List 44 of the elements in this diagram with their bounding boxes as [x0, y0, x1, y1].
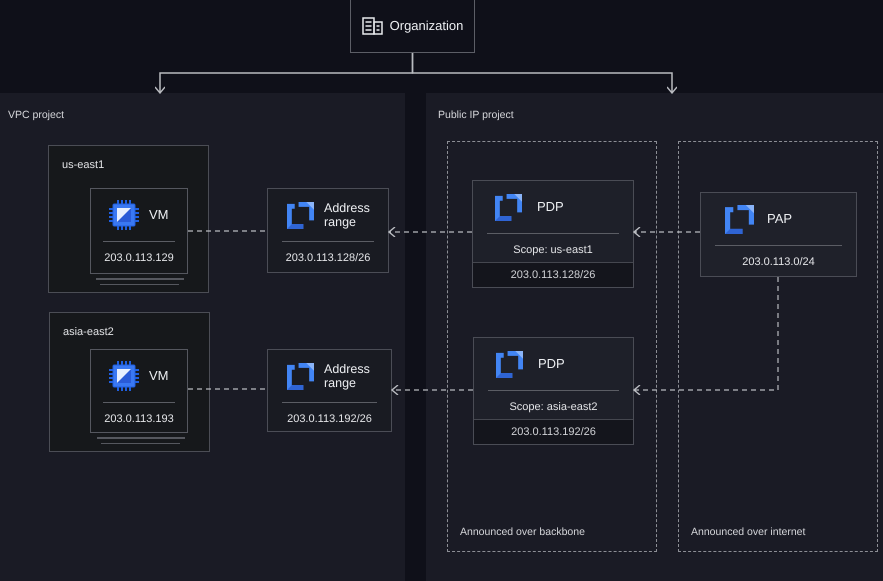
ip-range-row: 203.0.113.192/26 [474, 419, 633, 444]
region-box [49, 312, 210, 452]
ip-address: 203.0.113.128/26 [284, 251, 372, 265]
zone-label: Announced over internet [691, 525, 806, 539]
region-label: asia-east2 [63, 325, 114, 339]
card-title: PDP [537, 199, 564, 215]
arrow [391, 384, 473, 396]
scope-label: Scope: asia-east2 [508, 400, 599, 414]
ip-range-row: 203.0.113.128/26 [473, 262, 633, 287]
card-title: PDP [538, 356, 565, 372]
pap-card [700, 192, 857, 277]
scope-label: Scope: us-east1 [512, 243, 594, 257]
vm-card [90, 188, 188, 274]
announcement-zone [678, 141, 878, 552]
arrow [412, 53, 678, 94]
announcement-zone [447, 141, 657, 552]
panel-label: Public IP project [438, 108, 514, 122]
organization-box [350, 0, 475, 53]
arrow [388, 226, 472, 238]
ip-address: 203.0.113.192/26 [286, 412, 373, 426]
connector-line [188, 388, 267, 390]
project-panel [0, 93, 405, 581]
vm-card [90, 349, 188, 433]
ip-address: 203.0.113.129 [103, 251, 175, 265]
ip-address: 203.0.113.0/24 [741, 255, 816, 269]
panel-label: VPC project [8, 108, 64, 122]
card-title: Address range [324, 362, 371, 390]
region-box [48, 145, 209, 293]
card-title: VM [149, 207, 168, 223]
pdp-card [472, 180, 634, 288]
card-title: VM [149, 368, 168, 384]
org-label: Organization [390, 17, 464, 36]
zone-label: Announced over backbone [460, 525, 585, 539]
card-title: PAP [767, 211, 792, 227]
address-range-card [267, 349, 392, 432]
card-title: Address range [324, 201, 371, 229]
pdp-card [473, 337, 634, 445]
region-label: us-east1 [62, 158, 104, 172]
address-range-card [267, 188, 389, 273]
connector-line [188, 230, 267, 232]
arrow [633, 277, 779, 396]
arrow [633, 226, 700, 238]
ip-address: 203.0.113.193 [103, 412, 175, 426]
project-panel [426, 93, 883, 581]
